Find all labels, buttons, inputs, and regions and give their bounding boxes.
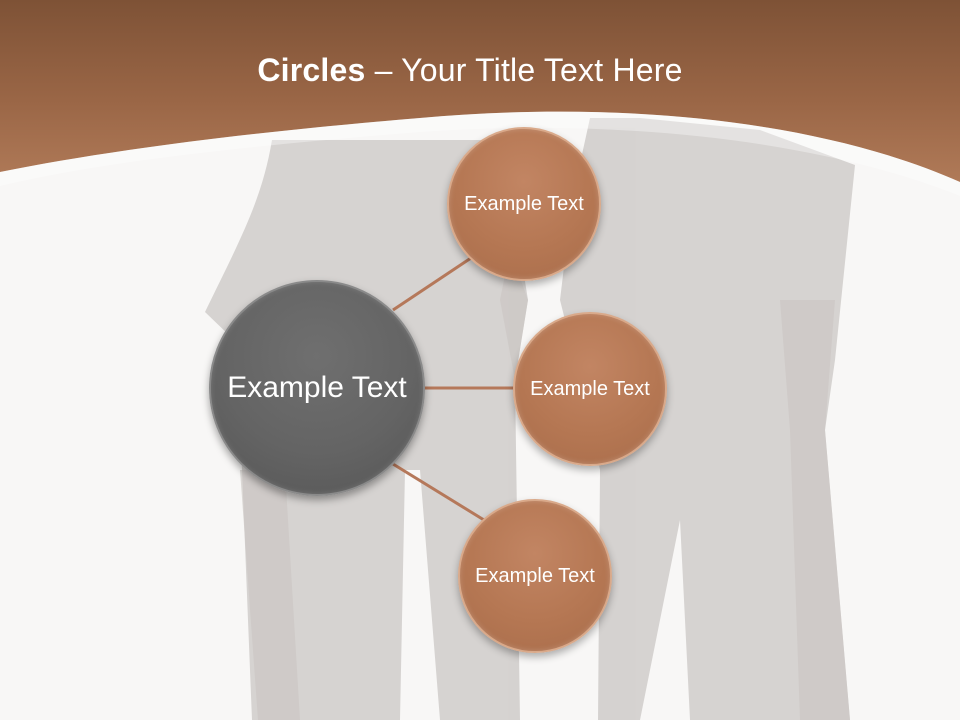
slide-title: Circles – Your Title Text Here: [0, 52, 940, 89]
center-circle-text: Example Text: [227, 371, 407, 404]
header-band: [0, 0, 960, 182]
center-circle: Example Text: [209, 280, 425, 496]
header-swoosh: [0, 111, 960, 196]
node-circle-1: Example Text: [447, 127, 601, 281]
title-bold: Circles: [257, 52, 366, 88]
node-circle-2: Example Text: [513, 312, 667, 466]
node-circle-3: Example Text: [458, 499, 612, 653]
title-rest: – Your Title Text Here: [365, 52, 683, 88]
connector-lines: [392, 254, 515, 522]
connector-line-3: [392, 462, 485, 522]
silhouette-shading: [240, 250, 850, 720]
node-circle-3-text: Example Text: [475, 565, 595, 587]
node-circle-2-text: Example Text: [530, 378, 650, 400]
connector-line-1: [392, 254, 475, 312]
node-circle-1-text: Example Text: [464, 193, 584, 215]
